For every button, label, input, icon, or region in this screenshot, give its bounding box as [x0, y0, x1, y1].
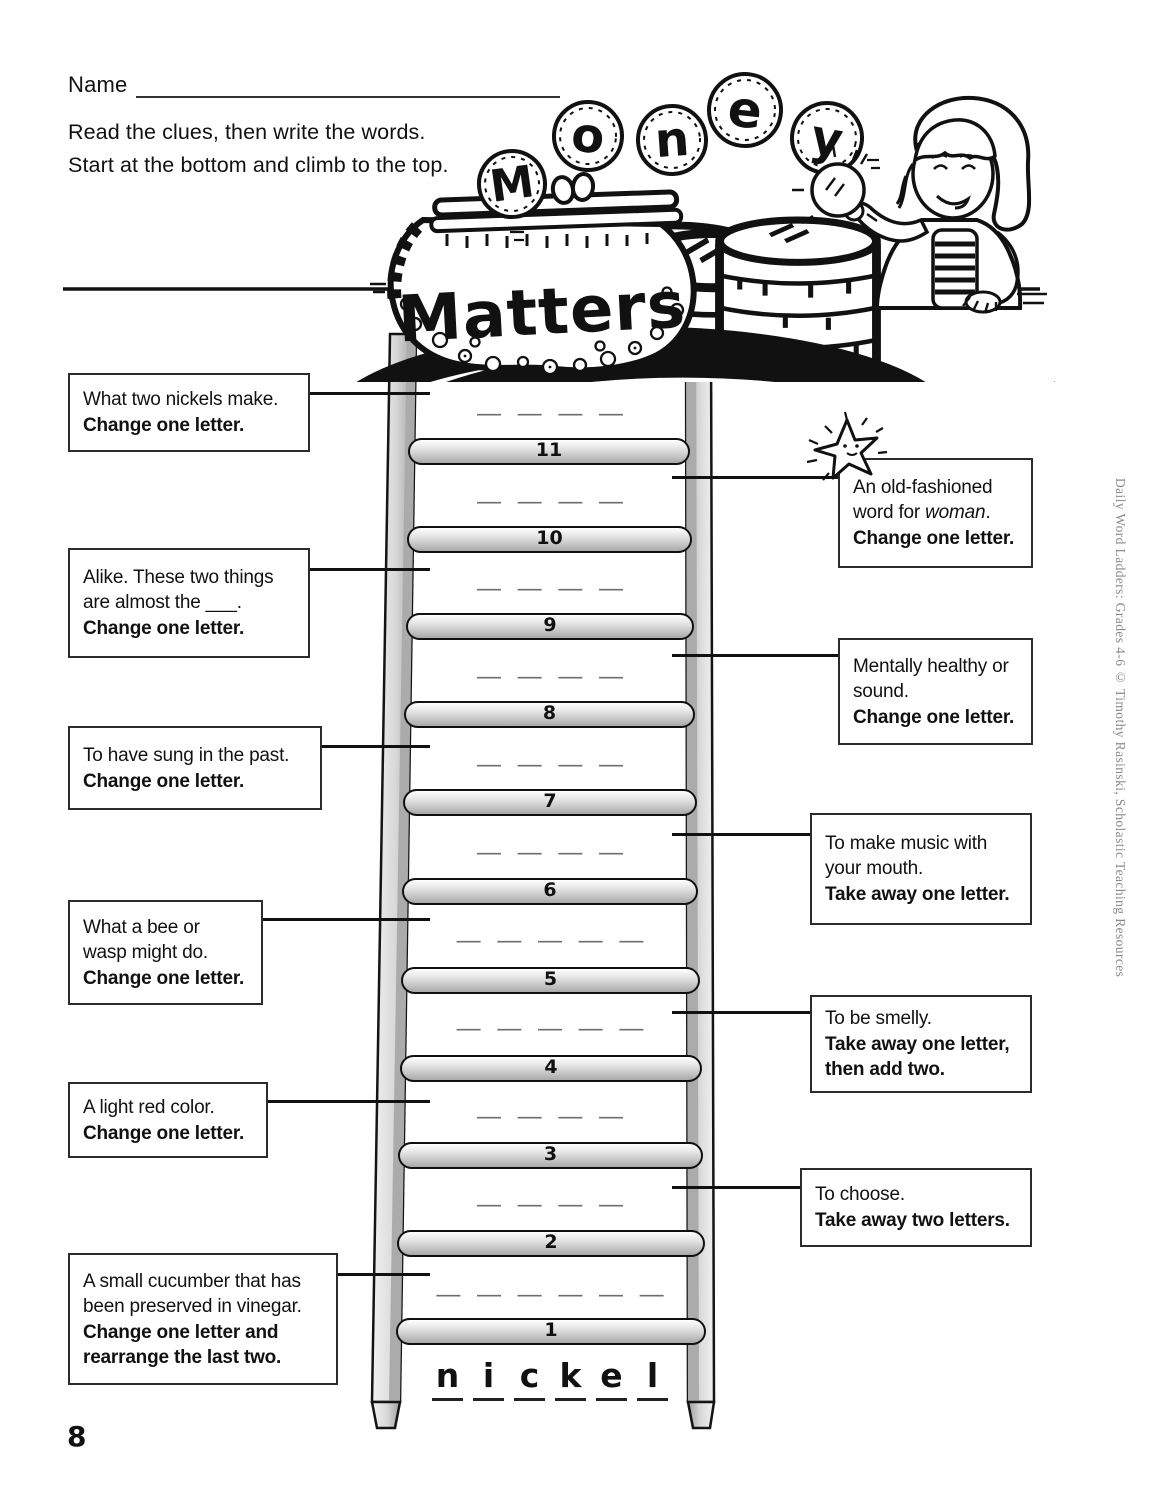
- clue-instruction: Change one letter.: [83, 770, 245, 792]
- clue-text: To choose.: [815, 1184, 905, 1205]
- clue-connector: [672, 1186, 800, 1189]
- clue-instruction: Change one letter.: [853, 528, 1015, 549]
- letter-coin: y: [790, 101, 864, 175]
- clue-text: A small cucumber that has been preserved…: [83, 1270, 302, 1317]
- purse-word: Matters: [396, 269, 688, 358]
- clue-connector: [672, 476, 838, 479]
- answer-blank-7[interactable]: — — — —: [476, 751, 623, 778]
- clue-instruction: Change one letter.: [83, 618, 245, 639]
- clue-connector: [263, 918, 430, 921]
- clue-connector: [322, 745, 430, 748]
- answer-blank-8[interactable]: — — — —: [476, 663, 623, 690]
- clue-connector: [672, 654, 838, 657]
- clue-box-left-3: To have sung in the past. Change one let…: [68, 726, 322, 810]
- clue-connector: [310, 568, 430, 571]
- name-write-line[interactable]: [136, 96, 560, 98]
- clue-connector: [268, 1100, 430, 1103]
- answer-blank-6[interactable]: — — — —: [476, 839, 623, 866]
- clue-text: An old-fashioned word for woman.: [853, 477, 993, 523]
- clue-box-right-3: To make music with your mouth. Take away…: [810, 813, 1032, 925]
- letter-coin: e: [707, 72, 783, 148]
- answer-blank-5[interactable]: — — — — —: [456, 927, 644, 954]
- copyright-credit: Daily Word Ladders: Grades 4-6 © Timothy…: [1113, 478, 1128, 978]
- clue-text: Alike. These two things are almost the _…: [83, 567, 274, 613]
- instructions: Read the clues, then write the words. St…: [68, 116, 449, 182]
- clue-box-right-4: To be smelly. Take away one letter, then…: [810, 995, 1032, 1093]
- purse-illustration: Matters: [370, 172, 697, 376]
- clue-instruction: Change one letter.: [853, 706, 1015, 728]
- answer-blank-4[interactable]: — — — — —: [456, 1015, 644, 1042]
- clue-box-right-1: An old-fashioned word for woman. Change …: [838, 458, 1033, 568]
- answer-blank-2[interactable]: — — — —: [476, 1191, 623, 1218]
- ladder-rung-4: 4: [400, 1055, 702, 1082]
- answer-blank-9[interactable]: — — — —: [476, 575, 623, 602]
- clue-box-right-2: Mentally healthy or sound. Change one le…: [838, 638, 1033, 745]
- ladder-rung-2: 2: [397, 1230, 705, 1257]
- instructions-line1: Read the clues, then write the words.: [68, 120, 426, 144]
- clue-text: A light red color.: [83, 1096, 215, 1118]
- clue-text: What a bee or wasp might do.: [83, 916, 208, 963]
- clue-text: To have sung in the past.: [83, 744, 290, 766]
- ladder-rung-11: 11: [408, 438, 690, 465]
- clue-box-left-6: A small cucumber that has been preserved…: [68, 1253, 338, 1385]
- svg-text:n: n: [653, 111, 691, 169]
- clue-box-left-4: What a bee or wasp might do. Change one …: [68, 900, 263, 1005]
- svg-text:o: o: [569, 107, 607, 166]
- clue-text: To make music with your mouth.: [825, 833, 988, 879]
- answer-blank-10[interactable]: — — — —: [476, 488, 623, 515]
- ladder-rung-5: 5: [401, 967, 700, 994]
- answer-blank-1[interactable]: — — — — — —: [436, 1281, 664, 1308]
- clue-text: What two nickels make.: [83, 389, 279, 410]
- star-icon: [806, 411, 888, 481]
- ladder-rung-6: 6: [402, 878, 698, 905]
- clue-text: To be smelly.: [825, 1008, 932, 1029]
- clue-connector: [672, 833, 810, 836]
- letter-coin: n: [636, 104, 708, 176]
- ladder-rung-9: 9: [406, 613, 694, 640]
- clue-text: Mentally healthy or sound.: [853, 655, 1009, 702]
- clue-instruction: Change one letter.: [83, 415, 245, 436]
- clue-connector: [672, 1011, 810, 1014]
- clue-box-right-5: To choose. Take away two letters.: [800, 1168, 1032, 1247]
- clue-instruction: Take away two letters.: [815, 1210, 1010, 1231]
- svg-text:e: e: [725, 79, 765, 140]
- answer-blank-11[interactable]: — — — —: [476, 400, 623, 427]
- instructions-line2: Start at the bottom and climb to the top…: [68, 153, 449, 177]
- ladder-rails: [370, 332, 716, 1430]
- ladder-rung-10: 10: [407, 526, 692, 553]
- clue-box-left-2: Alike. These two things are almost the _…: [68, 548, 310, 658]
- clue-box-left-1: What two nickels make. Change one letter…: [68, 373, 310, 452]
- ladder-rung-3: 3: [398, 1142, 703, 1169]
- clue-instruction: Change one letter and rearrange the last…: [83, 1321, 282, 1368]
- header-illustration: Matters M o n e y: [63, 72, 1055, 382]
- clue-italic-word: woman: [925, 502, 986, 523]
- clue-connector: [338, 1273, 430, 1276]
- clue-instruction: Take away one letter, then add two.: [825, 1034, 1010, 1080]
- answer-blank-3[interactable]: — — — —: [476, 1103, 623, 1130]
- letter-coin: M: [477, 149, 547, 219]
- clue-instruction: Take away one letter.: [825, 884, 1010, 905]
- clue-connector: [310, 392, 430, 395]
- loose-coin: [1045, 329, 1055, 382]
- ladder-rung-1: 1: [396, 1318, 706, 1345]
- svg-text:M: M: [487, 156, 537, 213]
- letter-coin: o: [552, 100, 624, 172]
- name-label: Name: [68, 72, 128, 97]
- clue-instruction: Change one letter.: [83, 967, 245, 989]
- ladder-rung-7: 7: [403, 789, 697, 816]
- girl-illustration: [792, 95, 1047, 314]
- clue-box-left-5: A light red color. Change one letter.: [68, 1082, 268, 1158]
- clue-instruction: Change one letter.: [83, 1122, 245, 1144]
- page-number: 8: [67, 1420, 87, 1453]
- ladder-rung-8: 8: [404, 701, 695, 728]
